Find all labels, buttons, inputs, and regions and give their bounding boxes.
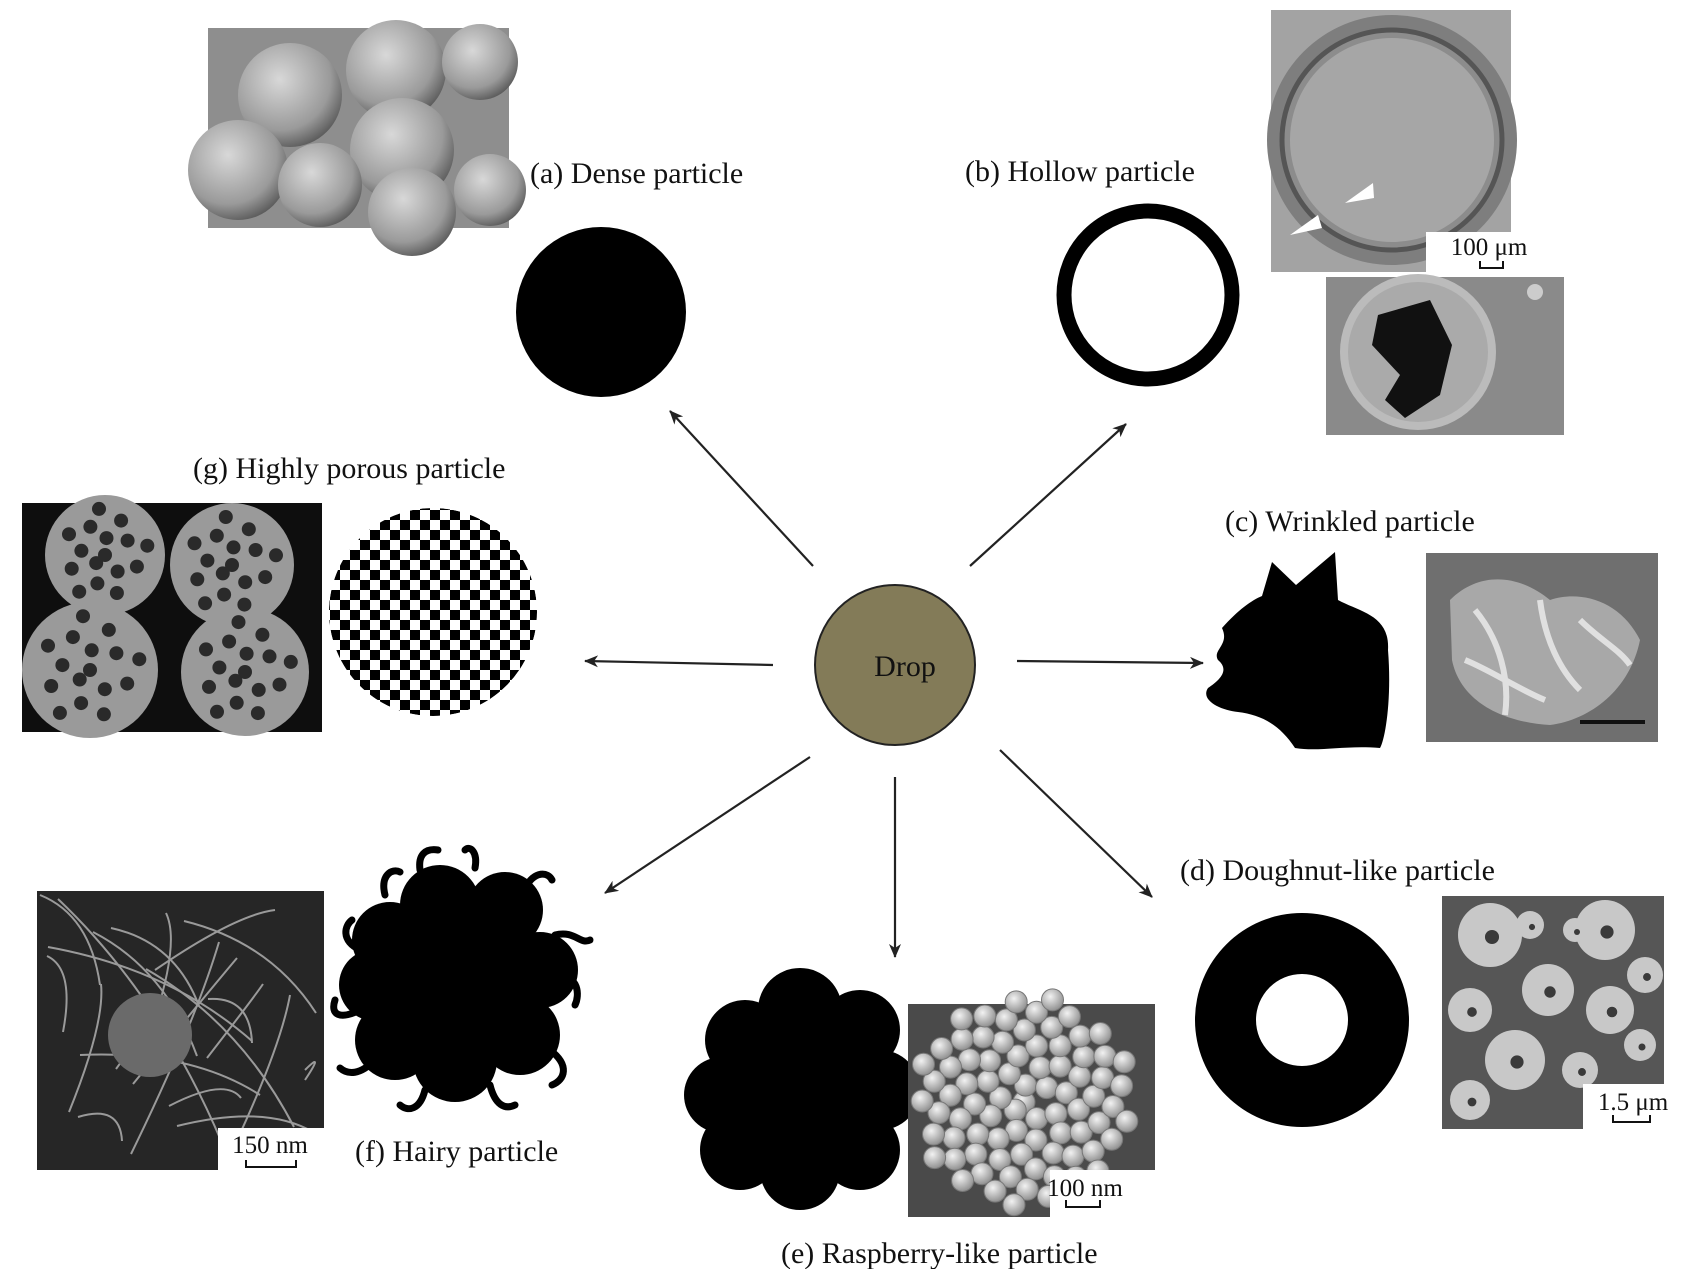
raspberry-micrograph	[908, 988, 1155, 1217]
arrows	[584, 410, 1204, 958]
dense-micrograph	[188, 20, 526, 256]
drop-node: Drop	[814, 584, 976, 746]
doughnut-micrograph	[1442, 896, 1664, 1129]
hollow-scalebar-label: 100 μm	[1451, 234, 1528, 261]
hairy-micrograph	[37, 891, 324, 1170]
wrinkled-schematic	[1206, 552, 1390, 750]
doughnut-schematic	[1195, 913, 1409, 1127]
arrow-to-wrinkled	[1016, 656, 1204, 669]
doughnut-scalebar-label: 1.5 μm	[1598, 1089, 1669, 1116]
arrow-to-hollow	[969, 423, 1127, 567]
drop-circle	[814, 584, 976, 746]
hairy-scalebar-label: 150 nm	[232, 1132, 308, 1159]
hairy-schematic	[330, 844, 594, 1113]
raspberry-scalebar-label: 100 nm	[1047, 1175, 1123, 1202]
doughnut-scalebar	[1612, 1115, 1651, 1123]
porous-micrograph	[22, 495, 322, 738]
doughnut-label: (d) Doughnut-like particle	[1180, 854, 1495, 887]
raspberry-label: (e) Raspberry-like particle	[781, 1237, 1098, 1269]
dense-label: (a) Dense particle	[530, 157, 743, 190]
hairy-label: (f) Hairy particle	[355, 1135, 558, 1168]
hollow-scalebar	[1479, 261, 1504, 269]
hollow-label: (b) Hollow particle	[965, 155, 1195, 188]
hollow-micrograph-top	[1267, 10, 1517, 272]
hairy-scalebar	[245, 1160, 297, 1168]
arrow-to-doughnut	[999, 749, 1153, 898]
dense-schematic	[516, 227, 686, 397]
wrinkled-micrograph	[1426, 553, 1658, 742]
doughnut-particles	[1448, 900, 1663, 1120]
drop-label: Drop	[874, 650, 936, 683]
raspberry-scalebar	[1065, 1200, 1101, 1208]
arrow-to-hairy	[604, 756, 811, 894]
arrow-to-dense	[669, 410, 814, 567]
arrow-to-porous	[584, 655, 774, 668]
raspberry-schematic	[684, 968, 920, 1210]
wrinkled-label: (c) Wrinkled particle	[1225, 505, 1475, 538]
porous-label: (g) Highly porous particle	[193, 452, 505, 485]
hollow-schematic	[1056, 203, 1240, 387]
hollow-micrograph-bottom	[1326, 274, 1564, 435]
porous-schematic	[329, 508, 537, 716]
